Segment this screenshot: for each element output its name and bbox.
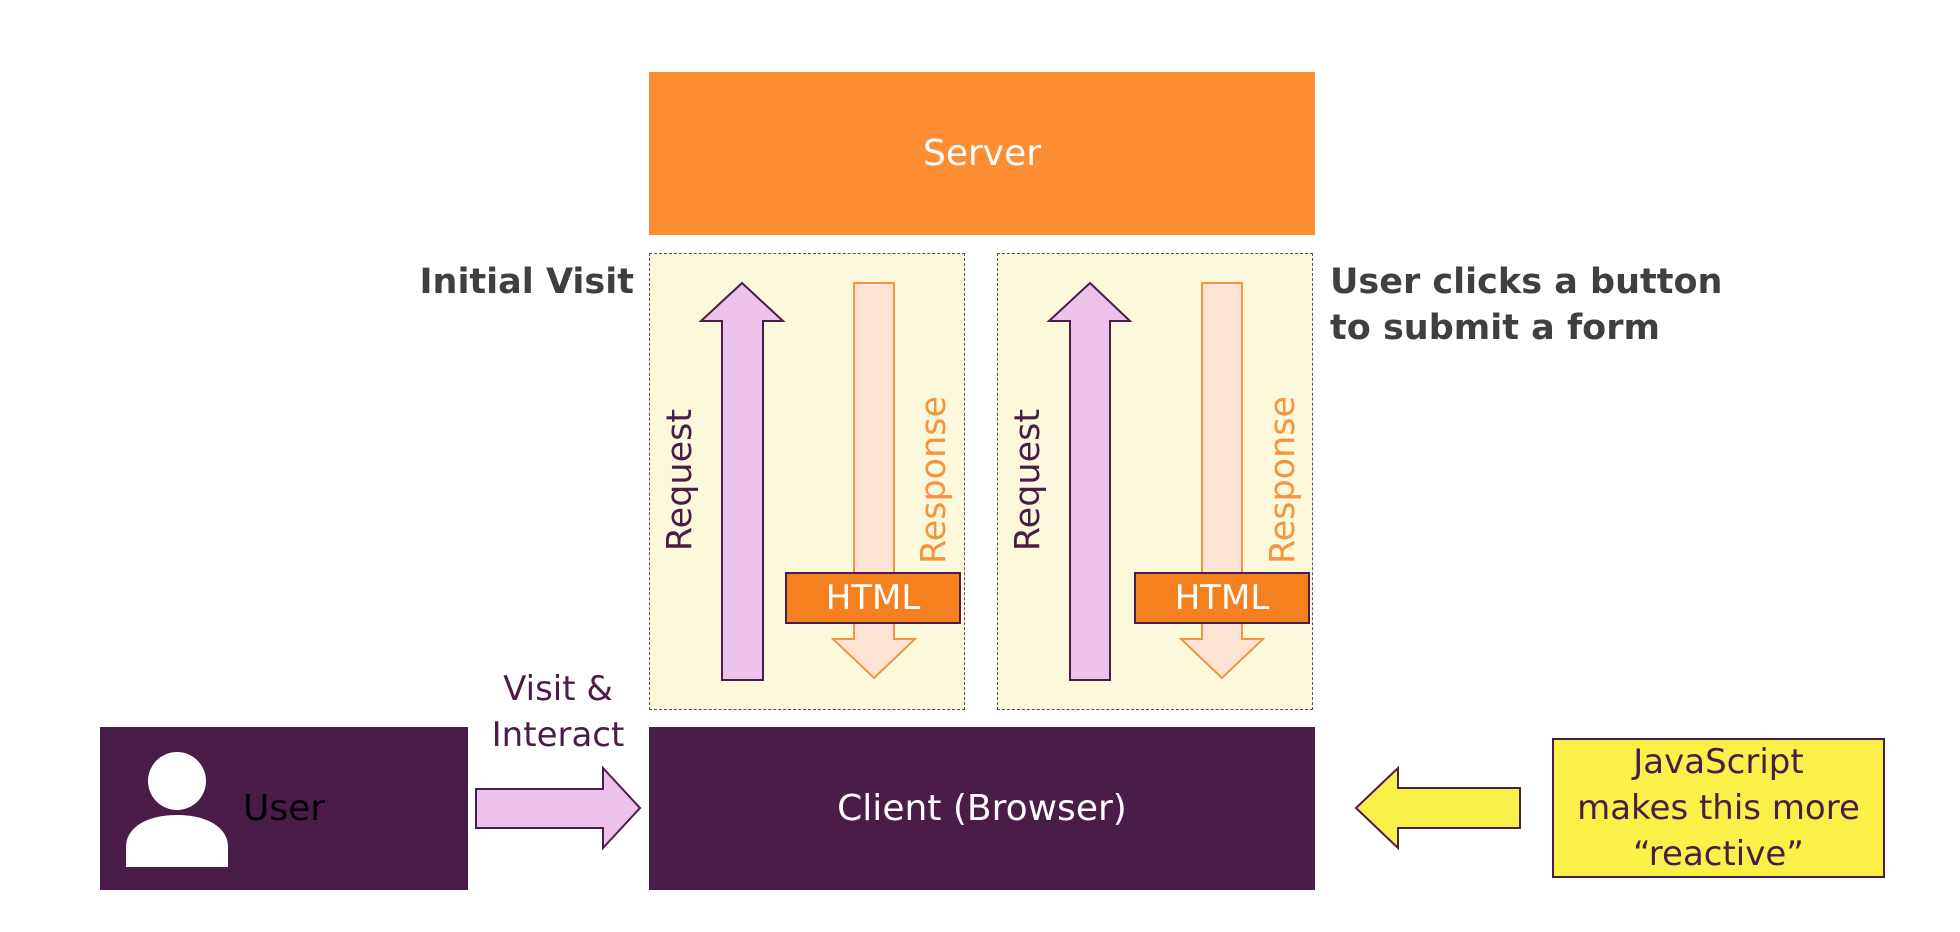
client-label: Client (Browser) [837,788,1127,829]
server-label: Server [922,133,1042,174]
javascript-arrow [1354,765,1521,851]
request-label-2: Request [1008,408,1048,552]
user-box: User [100,727,468,890]
response-arrow-2 [1178,282,1266,680]
form-submit-panel [997,253,1313,710]
visit-interact-line-1: Visit & [503,669,613,709]
initial-visit-panel [649,253,965,710]
response-label-2: Response [1263,395,1303,565]
user-label: User [243,788,326,829]
html-tag-1: HTML [785,572,961,624]
javascript-note-line-1: JavaScript [1633,742,1804,782]
visit-interact-arrow [475,765,642,851]
initial-visit-label: Initial Visit [419,262,635,302]
request-label-1: Request [660,408,700,552]
user-clicks-label: User clicks a button to submit a form [1330,259,1750,351]
request-arrow-1 [698,281,786,681]
visit-interact-label: Visit & Interact [488,666,628,758]
person-icon [126,752,228,867]
javascript-note-line-2: makes this more [1577,788,1860,828]
html-tag-1-label: HTML [825,578,921,618]
html-tag-2: HTML [1134,572,1310,624]
visit-interact-line-2: Interact [491,715,625,755]
server-box: Server [649,72,1315,235]
response-arrow-1 [830,282,918,680]
request-arrow-2 [1046,281,1133,681]
javascript-note: JavaScript makes this more “reactive” [1552,738,1885,878]
user-clicks-line-1: User clicks a button [1330,262,1723,302]
html-tag-2-label: HTML [1174,578,1270,618]
client-box: Client (Browser) [649,727,1315,890]
response-label-1: Response [914,395,954,565]
javascript-note-line-3: “reactive” [1633,834,1804,874]
user-clicks-line-2: to submit a form [1330,308,1660,348]
